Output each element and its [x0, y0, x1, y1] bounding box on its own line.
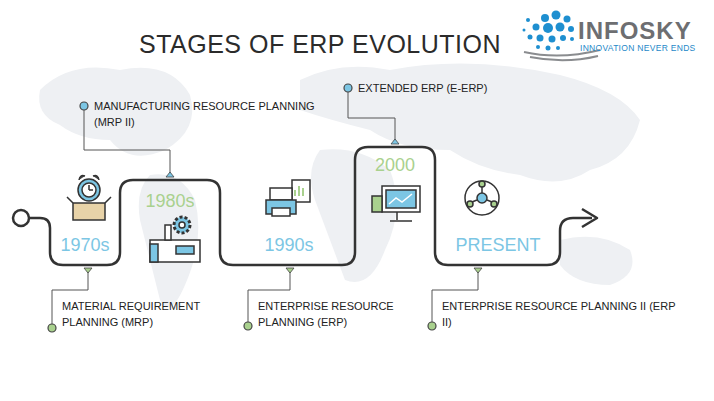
logo-tagline: INNOVATION NEVER ENDS	[580, 42, 710, 54]
stage-label: ENTERPRISE RESOURCE PLANNING II (ERP II)	[442, 299, 682, 331]
stage-label: MANUFACTURING RESOURCE PLANNING (MRP II)	[94, 99, 334, 131]
year-label: PRESENT	[440, 232, 556, 258]
stage-label: EXTENDED ERP (E-ERP)	[358, 81, 578, 97]
year-label: 1970s	[52, 232, 118, 258]
year-label: 1980s	[122, 188, 218, 214]
factory-gear-icon	[150, 217, 200, 262]
stage-label: ENTERPRISE RESOURCE PLANNING (ERP)	[258, 299, 433, 331]
timeline-markers	[84, 139, 482, 273]
year-label: 1990s	[234, 232, 344, 258]
diagram-title: STAGES OF ERP EVOLUTION	[120, 26, 520, 62]
year-label: 2000	[357, 152, 433, 178]
stage-label: MATERIAL REQUIREMENT PLANNING (MRP)	[62, 299, 247, 331]
leader-lines	[52, 92, 478, 324]
clock-box-icon	[67, 176, 111, 221]
logo-mark	[523, 11, 575, 51]
network-people-icon	[465, 181, 499, 215]
printer-docs-icon	[266, 180, 310, 216]
timeline-path	[13, 147, 597, 265]
leader-dots	[48, 84, 436, 332]
monitor-icon	[372, 186, 420, 221]
world-map-background	[39, 64, 640, 308]
